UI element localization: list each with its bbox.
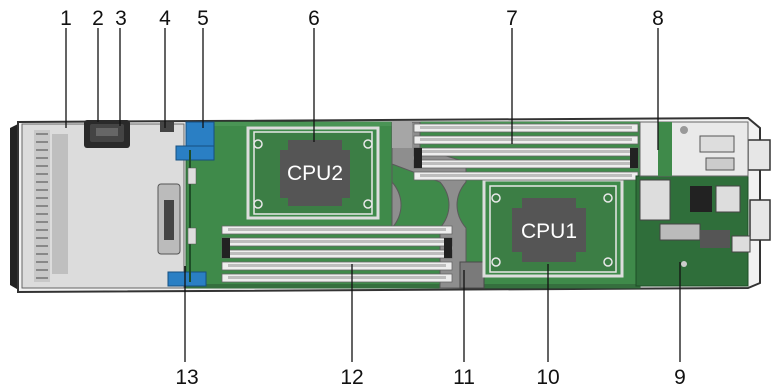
cpu1-socket: CPU1 <box>482 178 624 278</box>
drive-bay-area <box>21 123 185 289</box>
mezzanine-card <box>635 175 751 287</box>
callout-5: 5 <box>197 7 209 30</box>
cpu1-chip <box>512 198 586 262</box>
callout-8: 8 <box>652 7 664 30</box>
cpu1-label: CPU1 <box>521 220 577 243</box>
callout-4: 4 <box>159 7 171 30</box>
blue-release-tabs <box>160 121 215 287</box>
callout-13: 13 <box>175 366 198 389</box>
callout-2: 2 <box>92 7 104 30</box>
dimm-slots-upper <box>413 123 639 181</box>
callout-numbers: 1 2 3 4 5 6 7 8 9 10 11 12 13 <box>60 7 686 389</box>
callout-12: 12 <box>340 366 363 389</box>
cpu2-socket: CPU2 <box>246 126 380 220</box>
callout-3: 3 <box>115 7 127 30</box>
callout-11: 11 <box>453 366 475 389</box>
front-vent <box>34 130 50 282</box>
internal-sd-module <box>84 120 130 148</box>
cpu2-label: CPU2 <box>287 162 343 185</box>
leader-lines <box>65 28 681 362</box>
dimm-slots-lower <box>221 225 453 283</box>
callout-1: 1 <box>60 7 72 30</box>
rear-io-area <box>639 121 749 177</box>
cpu2-chip <box>280 140 350 206</box>
callout-7: 7 <box>506 7 518 30</box>
callout-10: 10 <box>536 366 559 389</box>
callout-9: 9 <box>674 366 686 389</box>
callout-6: 6 <box>308 7 320 30</box>
board-divider-left <box>187 150 197 282</box>
